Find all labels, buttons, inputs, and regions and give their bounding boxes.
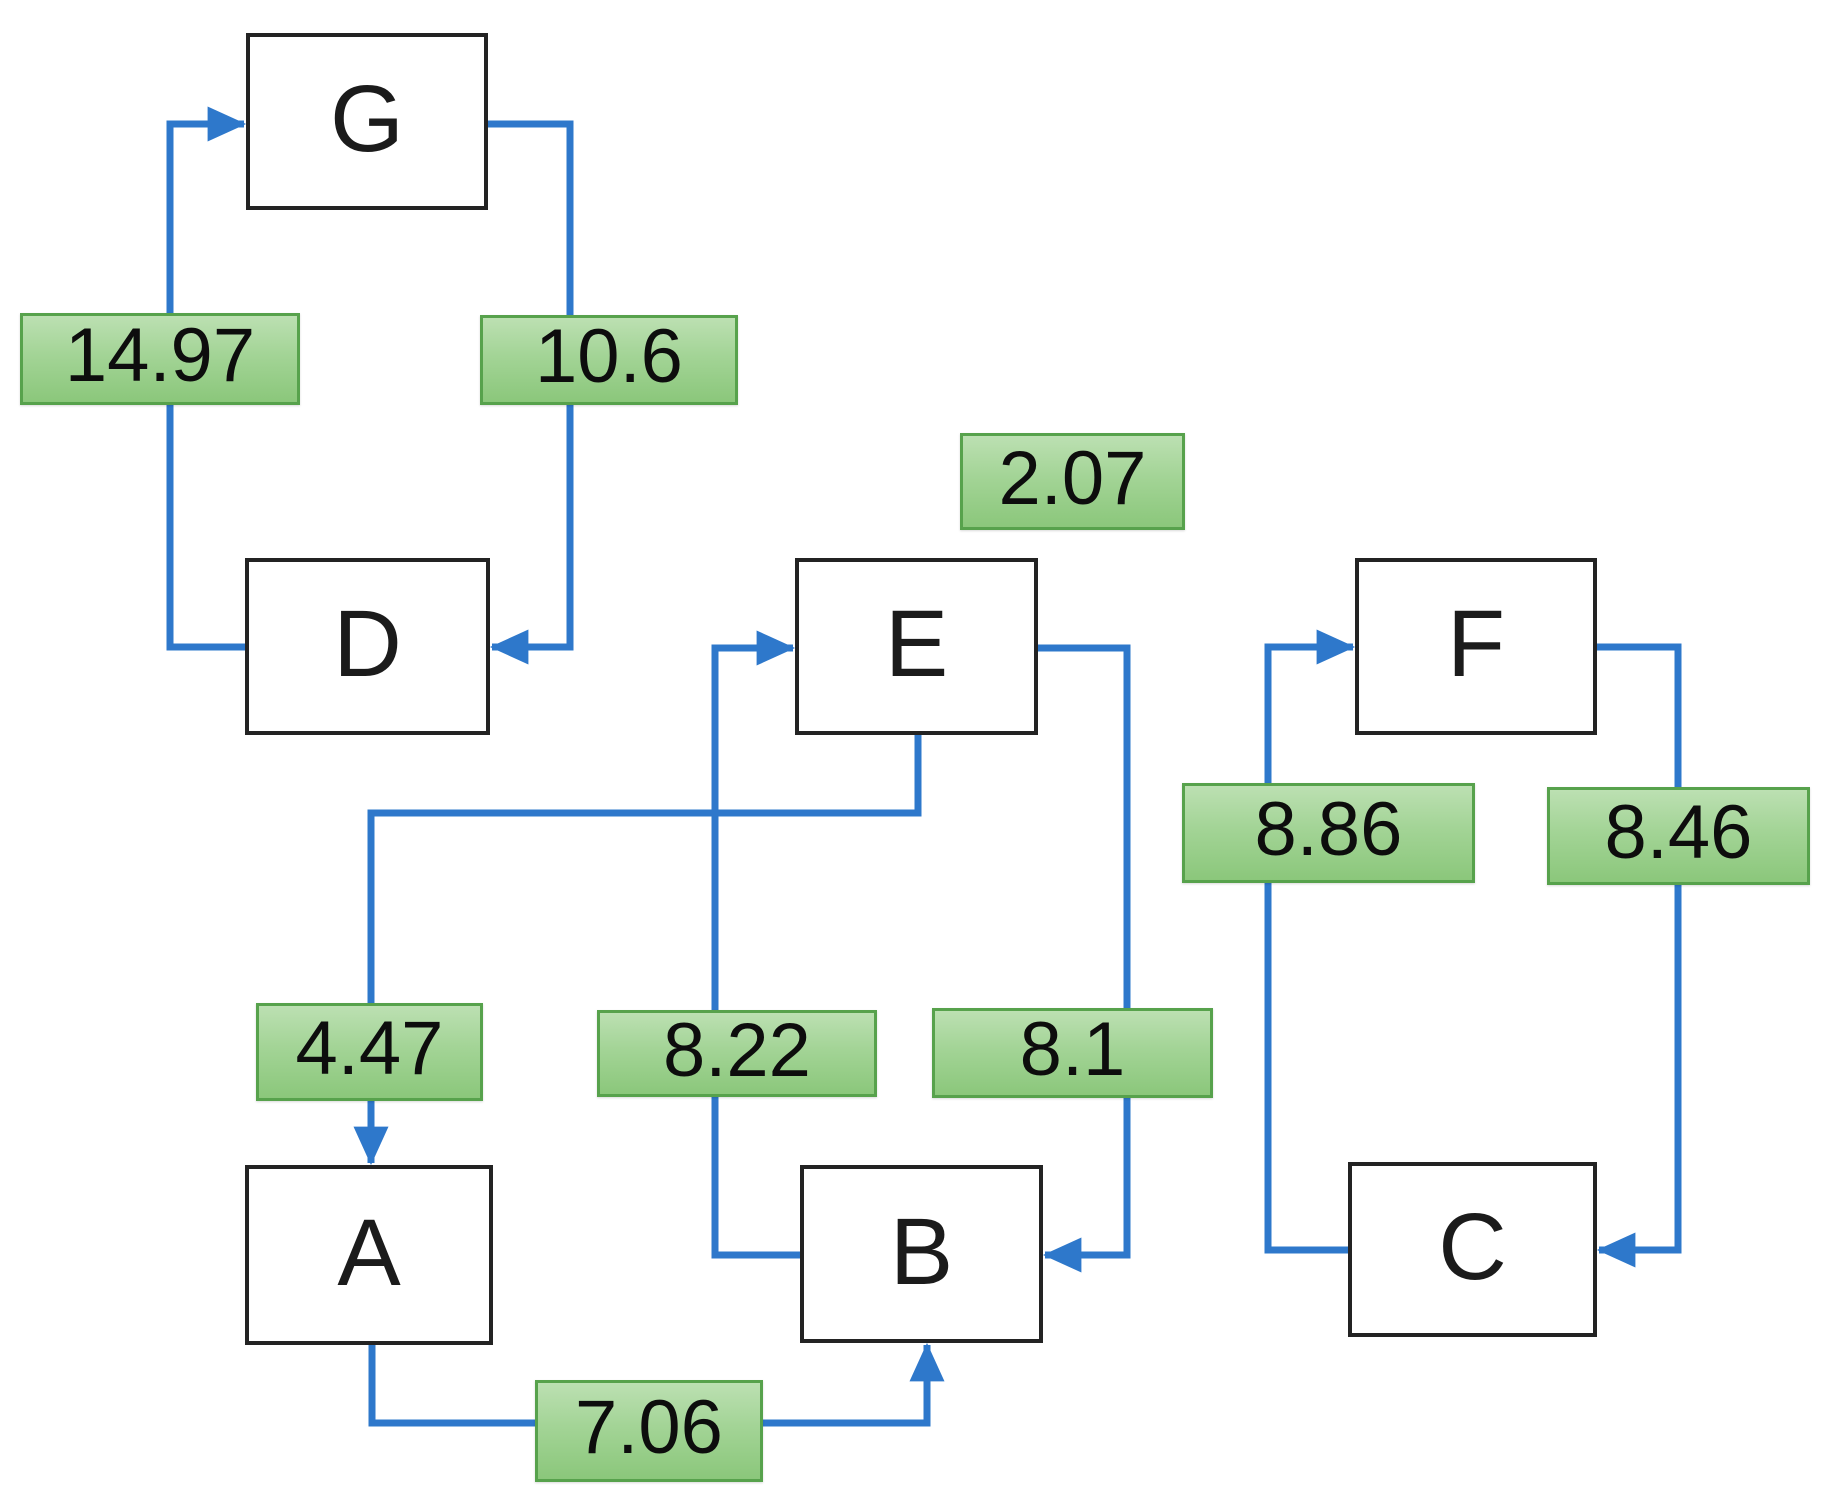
edge-weight-value: 2.07 [998, 435, 1147, 521]
node-G-label: G [330, 66, 404, 172]
node-B-label: B [889, 1198, 954, 1305]
edge-weight-label-2.07: 2.07 [960, 433, 1185, 530]
node-D: D [245, 558, 490, 735]
edge-weight-label-8.46: 8.46 [1547, 787, 1810, 885]
edge-weight-label-8.1: 8.1 [932, 1008, 1213, 1098]
edge-weight-label-4.47: 4.47 [256, 1003, 483, 1101]
node-F-label: F [1446, 591, 1506, 697]
edge-C-F-arrow [1264, 629, 1356, 1254]
edge-weight-value: 4.47 [295, 1006, 444, 1091]
node-A-label: A [337, 1199, 401, 1306]
node-B: B [800, 1165, 1043, 1343]
node-F: F [1355, 558, 1597, 735]
edge-weight-value: 8.22 [663, 1007, 811, 1093]
node-A: A [245, 1165, 493, 1345]
edge-weight-value: 14.97 [64, 313, 256, 398]
edge-F-C-arrow [1596, 643, 1682, 1268]
edge-weight-value: 8.86 [1254, 787, 1403, 872]
edge-weight-label-10.6: 10.6 [480, 315, 738, 405]
node-G: G [246, 33, 488, 210]
edge-weight-label-8.22: 8.22 [597, 1010, 877, 1097]
node-C-label: C [1438, 1194, 1507, 1300]
node-D-label: D [333, 591, 402, 697]
edge-E-B-arrow [1038, 644, 1131, 1273]
edge-weight-label-14.97: 14.97 [20, 313, 300, 405]
edge-weight-label-8.86: 8.86 [1182, 783, 1475, 883]
edge-weight-value: 8.46 [1604, 790, 1753, 875]
edge-weight-value: 7.06 [575, 1385, 723, 1470]
node-E: E [795, 558, 1038, 735]
edge-B-E-arrow [711, 630, 800, 1259]
edge-weight-value: 10.6 [535, 314, 683, 399]
node-C: C [1348, 1162, 1597, 1337]
edge-weight-value: 8.1 [1019, 1007, 1126, 1092]
node-E-label: E [884, 591, 949, 697]
edge-weight-label-7.06: 7.06 [535, 1380, 763, 1482]
